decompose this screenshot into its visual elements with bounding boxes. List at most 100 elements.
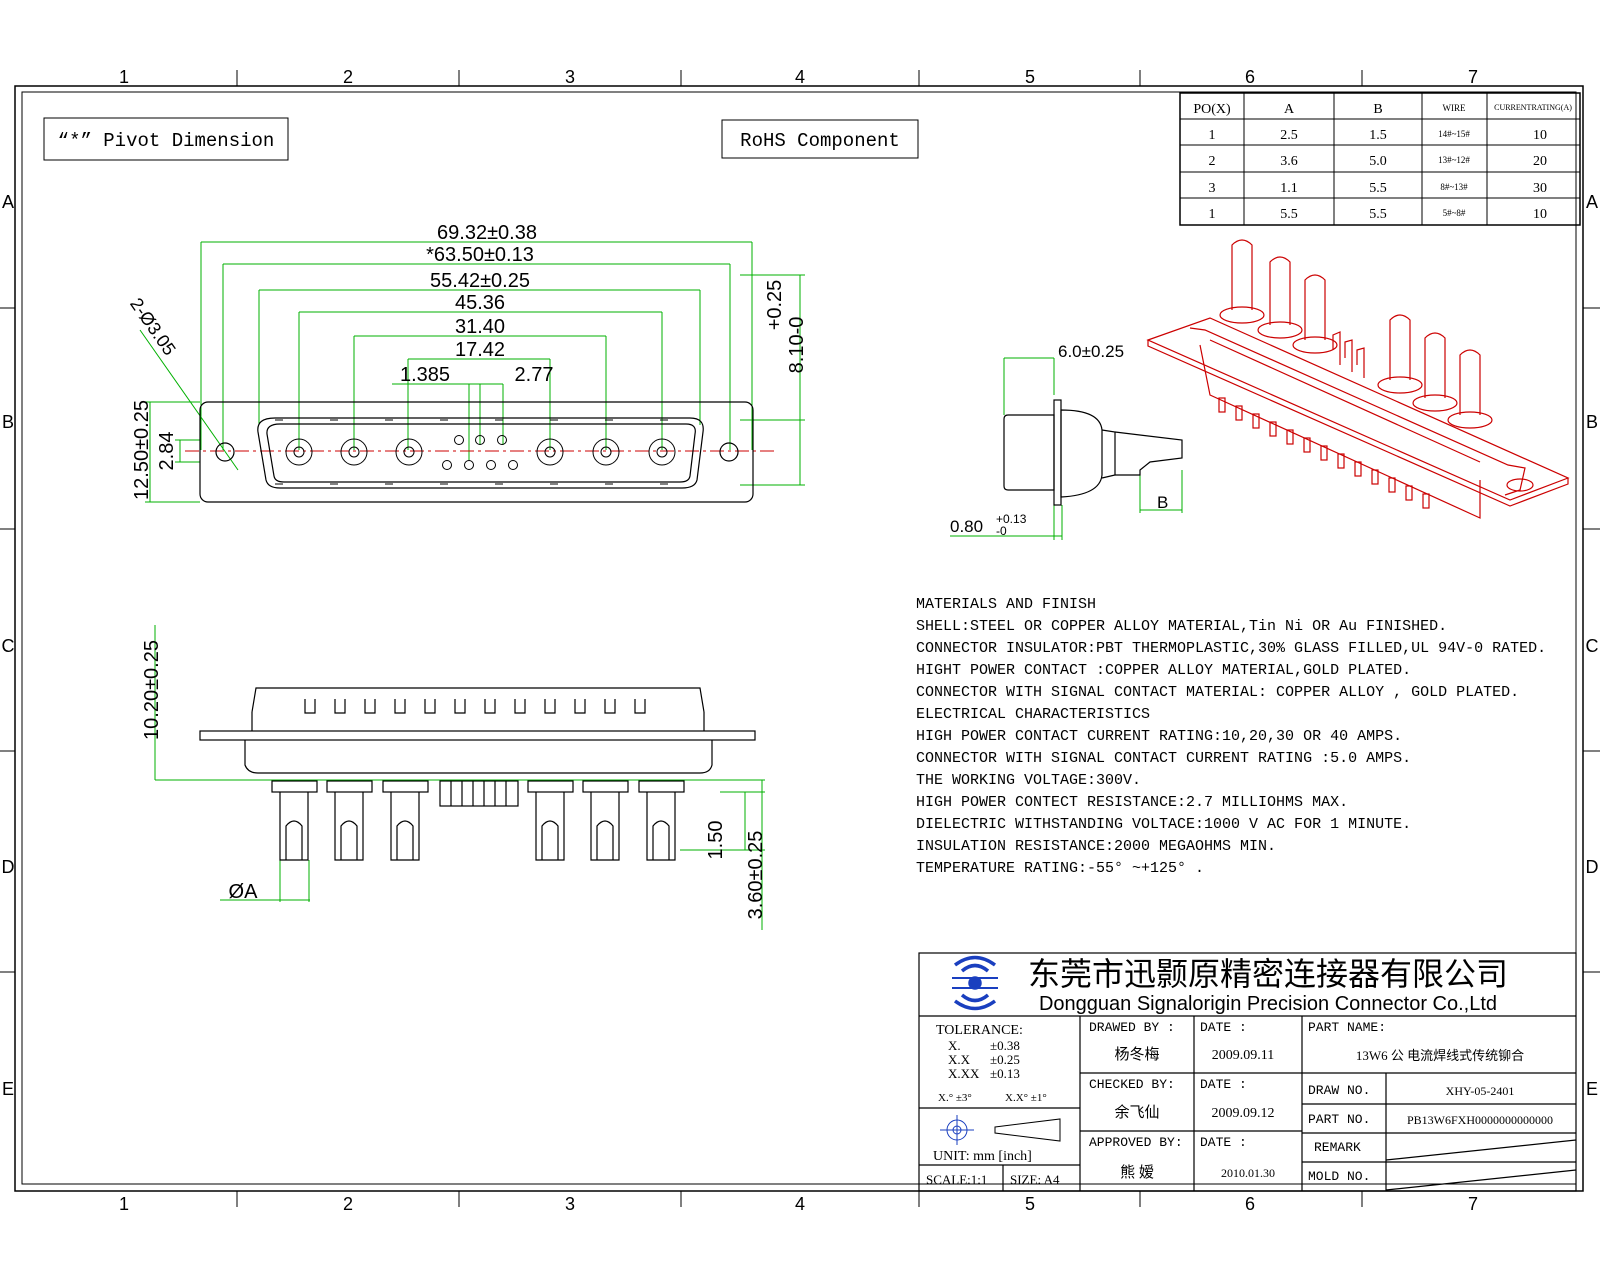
col-label: 2 (343, 67, 353, 87)
col-label: 7 (1468, 1194, 1478, 1214)
part-name-value: 13W6 公 电流焊线式传统铆合 (1356, 1048, 1524, 1063)
dim-side-b: B (1157, 493, 1168, 512)
draw-no-value: XHY-05-2401 (1446, 1084, 1515, 1098)
table-cell: 1 (1209, 128, 1216, 143)
part-no-value: PB13W6FXH0000000000000 (1407, 1113, 1553, 1127)
row-label: A (2, 192, 14, 212)
projection-symbol-icon (940, 1115, 1061, 1145)
table-cell: 1 (1209, 207, 1216, 222)
tol-value: ±0.13 (990, 1066, 1020, 1081)
tol-value: ±0.38 (990, 1038, 1020, 1053)
row-label: C (2, 636, 15, 656)
row-label: C (1586, 636, 1599, 656)
size-label: SIZE: A4 (1010, 1172, 1060, 1187)
side-view: 6.0±0.25 B 0.80 +0.13 -0 (950, 342, 1183, 540)
dim-pivot-width: *63.50±0.13 (426, 244, 534, 266)
pivot-note-text: “*” Pivot Dimension (58, 130, 275, 152)
tol-value: ±0.25 (990, 1052, 1020, 1067)
materials-line: INSULATION RESISTANCE:2000 MEGAOHMS MIN. (916, 838, 1276, 855)
rohs-note: RoHS Component (721, 119, 919, 159)
drawn-by-name: 杨冬梅 (1114, 1046, 1159, 1063)
materials-line: DIELECTRIC WITHSTANDING VOLTACE:1000 V A… (916, 816, 1411, 833)
angle-tolerance: X.X° ±1° (1005, 1092, 1047, 1104)
dim-height-tolerance: +0.25 (764, 280, 786, 331)
front-signal-contacts (442, 435, 518, 470)
table-cell: 5.5 (1369, 207, 1387, 222)
col-label: 4 (795, 1194, 805, 1214)
table-cell: 14#~15# (1438, 129, 1470, 139)
tol-key: X.XX (948, 1066, 980, 1081)
dim-shell-depth: 8.10-0 (786, 317, 808, 374)
table-cell: 3.6 (1280, 154, 1298, 169)
materials-line: CONNECTOR WITH SIGNAL CONTACT MATERIAL: … (916, 684, 1519, 701)
table-cell: 10 (1533, 207, 1547, 222)
col-label: 3 (565, 67, 575, 87)
dim-pin-diameter: ØA (229, 881, 259, 903)
column-labels-top: 1 2 3 4 5 6 7 (119, 67, 1478, 87)
column-labels-bottom: 1 2 3 4 5 6 7 (119, 1194, 1478, 1214)
row-label: E (1586, 1079, 1598, 1099)
col-label: 6 (1245, 1194, 1255, 1214)
table-header: PO(X) (1193, 102, 1231, 117)
col-label: 5 (1025, 67, 1035, 87)
table-cell: 5.5 (1280, 207, 1298, 222)
isometric-view (1146, 239, 1570, 519)
dim-overall-height: 12.50±0.25 (131, 400, 153, 500)
materials-line: SHELL:STEEL OR COPPER ALLOY MATERIAL,Tin… (916, 618, 1447, 635)
dim-contact-span-3: 17.42 (455, 339, 505, 361)
drawn-by-label: DRAWED BY : (1089, 1020, 1175, 1035)
tol-key: X. (948, 1038, 961, 1053)
table-cell: 2 (1209, 154, 1216, 169)
checked-by-name: 余飞仙 (1114, 1103, 1159, 1121)
col-label: 1 (119, 67, 129, 87)
iso-windows (1218, 397, 1430, 509)
scale-label: SCALE:1:1 (926, 1172, 987, 1187)
materials-line: ELECTRICAL CHARACTERISTICS (916, 706, 1150, 723)
rohs-note-text: RoHS Component (740, 130, 900, 152)
materials-line: CONNECTOR WITH SIGNAL CONTACT CURRENT RA… (916, 750, 1411, 767)
row-label: A (1586, 192, 1598, 212)
dim-bottom-height: 10.20±0.25 (141, 640, 163, 740)
table-cell: 10 (1533, 128, 1547, 143)
dim-contact-span-2: 31.40 (455, 316, 505, 338)
date-checked: 2009.09.12 (1212, 1106, 1275, 1121)
mold-no-label: MOLD NO. (1308, 1169, 1370, 1184)
dim-signal-pitch: 2.77 (515, 364, 554, 386)
table-cell: 5#~8# (1443, 208, 1466, 218)
dim-row-spacing: 2.84 (156, 432, 178, 471)
pivot-note: “*” Pivot Dimension (43, 117, 289, 161)
tol-key: X.X (948, 1052, 971, 1067)
dim-flange-tol-upper: +0.13 (996, 512, 1027, 526)
date-drawn: 2009.09.11 (1212, 1048, 1274, 1063)
table-cell: 3 (1209, 181, 1216, 196)
approved-by-label: APPROVED BY: (1089, 1135, 1183, 1150)
row-label: E (2, 1079, 14, 1099)
materials-line: THE WORKING VOLTAGE:300V. (916, 772, 1141, 789)
dim-pin-length: 3.60±0.25 (745, 831, 767, 920)
dim-signal-pitch-half: 1.385 (400, 364, 450, 386)
table-cell: 30 (1533, 181, 1547, 196)
table-cell: 5.5 (1369, 181, 1387, 196)
col-label: 4 (795, 67, 805, 87)
row-labels: A B C D E A B C D E (2, 192, 1599, 1099)
date-label: DATE : (1200, 1077, 1247, 1092)
col-label: 3 (565, 1194, 575, 1214)
materials-line: HIGH POWER CONTACT CURRENT RATING:10,20,… (916, 728, 1402, 745)
table-cell: 2.5 (1280, 128, 1298, 143)
unit-label: UNIT: mm [inch] (933, 1149, 1032, 1164)
angle-tolerance: X.° ±3° (938, 1092, 972, 1104)
row-label: B (1586, 412, 1598, 432)
front-power-contacts (285, 438, 676, 466)
date-approved: 2010.01.30 (1221, 1166, 1275, 1180)
table-header: A (1284, 102, 1295, 117)
bottom-signal-pins (439, 780, 519, 807)
checked-by-label: CHECKED BY: (1089, 1077, 1175, 1092)
materials-notes: MATERIALS AND FINISH SHELL:STEEL OR COPP… (916, 596, 1546, 877)
table-cell: 1.1 (1280, 181, 1298, 196)
table-header: CURRENTRATING(A) (1494, 103, 1572, 112)
table-header: B (1373, 102, 1382, 117)
bottom-windows (304, 699, 646, 714)
dim-contact-span-1: 45.36 (455, 292, 505, 314)
table-cell: 13#~12# (1438, 155, 1470, 165)
